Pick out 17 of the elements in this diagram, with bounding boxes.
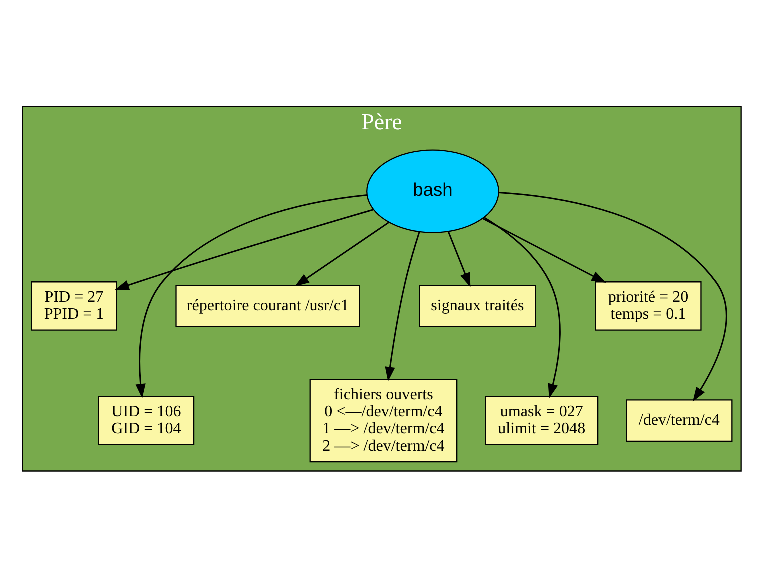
arrow [385,232,420,382]
node-box: signaux traités [419,284,536,328]
node-box: /dev/term/c4 [626,400,733,442]
node-box: UID = 106 GID = 104 [98,396,195,446]
arrow [482,218,606,284]
arrow [114,209,374,290]
node-box: umask = 027 ulimit = 2048 [485,396,599,446]
arrow [136,194,368,399]
node-box: fichiers ouverts 0 <—/dev/term/c4 1 —> /dev/term/c4 2 —> /dev/term/c4 [310,378,458,463]
arrow [498,192,728,402]
node-box: répertoire courant /usr/c1 [176,284,360,328]
arrow [294,222,390,287]
arrow [448,231,471,288]
node-box: PID = 27 PPID = 1 [31,282,118,331]
node-box: priorité = 20 temps = 0.1 [595,282,702,331]
arrow [484,216,561,399]
node-ellipse: bash [366,150,500,234]
